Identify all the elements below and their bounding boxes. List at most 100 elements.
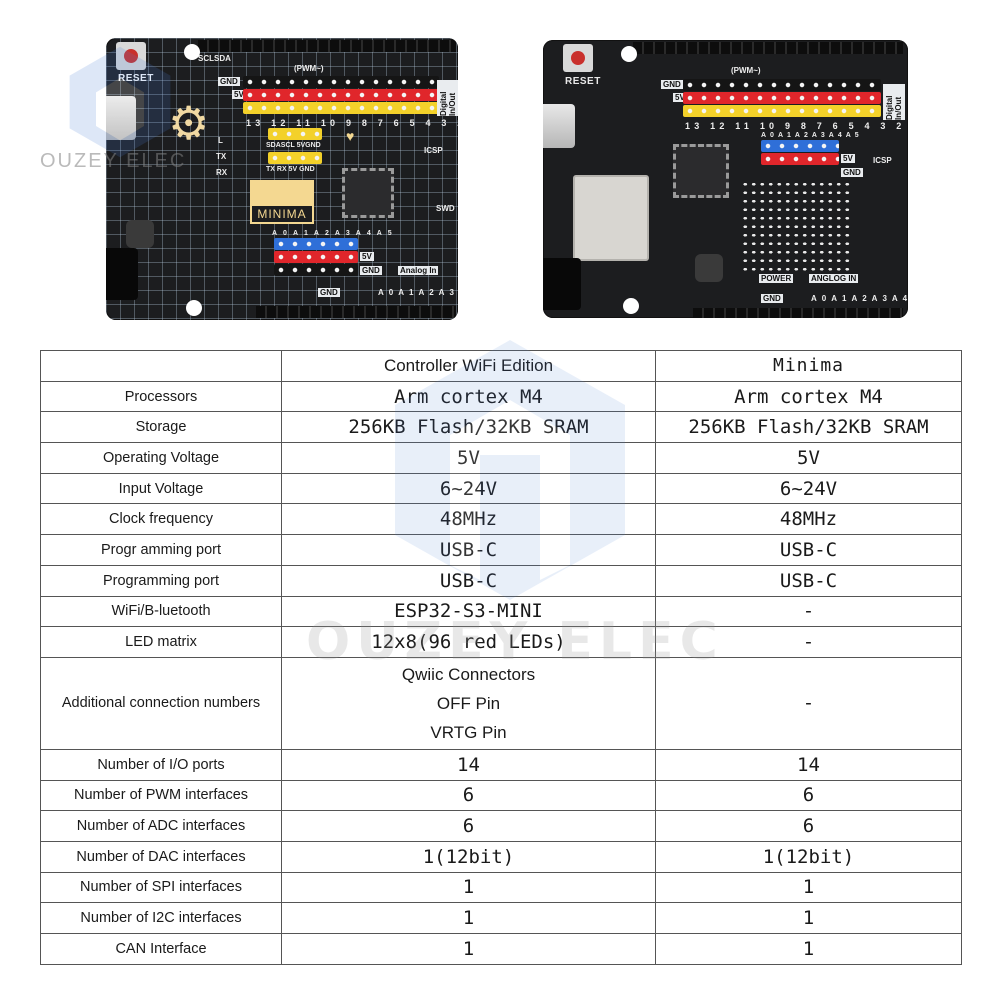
open-hardware-gear-icon: ⚙	[168, 97, 210, 149]
minima-value: Arm cortex M4	[655, 380, 962, 413]
wifi-value: Arm cortex M4	[281, 380, 656, 413]
minima-value: 1(12bit)	[655, 840, 962, 873]
minima-value: -	[655, 595, 962, 628]
table-row: LED matrix 12x8(96 red LEDs) -	[40, 626, 962, 658]
silk-bottom-gnd: GND	[318, 288, 340, 297]
silk-pwm: (PWM~)	[731, 66, 761, 75]
wifi-value: 256KB Flash/32KB SRAM	[281, 411, 656, 444]
silk-gnd-rail: GND	[218, 77, 240, 86]
wifi-value-list: Qwiic Connectors OFF Pin VRTG Pin	[281, 656, 656, 750]
wifi-value: ESP32-S3-MINI	[281, 595, 656, 628]
reset-label: RESET	[118, 73, 154, 84]
silk-scl: SCL	[198, 54, 214, 63]
row-label: Number of I2C interfaces	[40, 902, 282, 934]
mcu-chip	[342, 168, 394, 218]
bottom-analog-labels: A0A1A2A3A4A5	[811, 294, 908, 303]
table-row: Operating Voltage 5V 5V	[40, 442, 962, 474]
gnd-pin-row	[683, 79, 881, 91]
bottom-header	[693, 308, 903, 318]
wifi-value: 5V	[281, 442, 656, 474]
table-row: Number of PWM interfaces 6 6	[40, 779, 962, 812]
led-matrix-12x8	[741, 180, 851, 274]
wifi-edition-board-photo: RESET (PWM~) GND 5V 13 12 11 10 9 8 7 6 …	[543, 40, 908, 318]
minima-value: 1	[655, 902, 962, 934]
table-row: Number of DAC interfaces 1(12bit) 1(12bi…	[40, 840, 962, 873]
silk-led-rx: RX	[216, 168, 228, 177]
silk-analog-5v: 5V	[841, 154, 855, 163]
minima-value: 6	[655, 779, 962, 812]
row-label: Number of SPI interfaces	[40, 871, 282, 904]
header-empty-cell	[40, 350, 282, 382]
header-minima: Minima	[655, 350, 962, 382]
inductor	[695, 254, 723, 282]
digital-header-top	[633, 42, 903, 54]
minima-value: 14	[655, 748, 962, 781]
silk-gnd-rail: GND	[661, 80, 683, 89]
wifi-value-line: Qwiic Connectors	[401, 664, 536, 684]
inductor-4r7	[126, 220, 154, 248]
analog-pin-labels: A0A1A2A3A4A5	[272, 230, 398, 237]
uart-pin-row	[268, 152, 322, 164]
table-row: Input Voltage 6~24V 6~24V	[40, 472, 962, 505]
analog-gnd-pin-row	[274, 264, 358, 276]
silk-sda: SDA	[214, 54, 231, 63]
i2c-pin-row	[268, 128, 322, 140]
row-label: WiFi/B-luetooth	[40, 595, 282, 628]
minima-value: 5V	[655, 442, 962, 474]
mounting-hole	[621, 46, 637, 62]
minima-value: 1	[655, 933, 962, 965]
mounting-hole	[184, 44, 200, 60]
silk-5v-rail: 5V	[673, 93, 687, 102]
silk-digital-inout: Digital In/Out	[883, 84, 905, 120]
analog-pin-labels: A0A1A2A3A4A5	[761, 132, 863, 139]
row-label: Operating Voltage	[40, 442, 282, 474]
table-row: Number of SPI interfaces 1 1	[40, 871, 962, 904]
wifi-value: USB-C	[281, 534, 656, 566]
header-wifi-edition: Controller WiFi Edition	[281, 350, 656, 382]
table-row-additional-connections: Additional connection numbers Qwiic Conn…	[40, 656, 962, 750]
minima-value: 256KB Flash/32KB SRAM	[655, 411, 962, 444]
mounting-hole	[623, 298, 639, 314]
table-row: WiFi/B-luetooth ESP32-S3-MINI -	[40, 595, 962, 628]
table-row: Number of I/O ports 14 14	[40, 748, 962, 781]
wifi-value: 1	[281, 902, 656, 934]
gnd-pin-row	[243, 76, 439, 88]
silk-digital-inout: Digital In/Out	[437, 80, 458, 116]
minima-board-label: MINIMA	[252, 206, 312, 222]
wifi-value: 48MHz	[281, 503, 656, 536]
heart-icon: ♥	[346, 128, 355, 144]
silk-swd: SWD	[436, 204, 455, 213]
wifi-value: 6	[281, 779, 656, 812]
analog-signal-pin-row	[761, 140, 839, 152]
silk-analog-gnd: GND	[841, 168, 863, 177]
table-row: CAN Interface 1 1	[40, 933, 962, 965]
row-label: Additional connection numbers	[40, 656, 282, 750]
wifi-value: USB-C	[281, 564, 656, 597]
signal-pin-row	[243, 102, 439, 114]
table-row: Number of I2C interfaces 1 1	[40, 902, 962, 934]
minima-value: -	[655, 656, 962, 750]
minima-value: USB-C	[655, 564, 962, 597]
table-row: Progr amming port USB-C USB-C	[40, 534, 962, 566]
wifi-value-line: VRTG Pin	[430, 722, 507, 742]
digital-pin-numbers: 13 12 11 10 9 8 7 6 5 4 3 2 1 0	[685, 121, 908, 131]
usb-c-port	[106, 96, 136, 140]
silk-icsp: ICSP	[424, 146, 443, 155]
table-row: Number of ADC interfaces 6 6	[40, 810, 962, 842]
minima-value: 6	[655, 810, 962, 842]
5v-pin-row	[243, 89, 439, 101]
row-label: Number of PWM interfaces	[40, 779, 282, 812]
row-label: CAN Interface	[40, 933, 282, 965]
silk-analog-gnd: GND	[360, 266, 382, 275]
table-row: Clock frequency 48MHz 48MHz	[40, 503, 962, 536]
mcu-chip	[673, 144, 729, 198]
bottom-header	[256, 306, 456, 318]
row-label: Progr amming port	[40, 534, 282, 566]
mounting-hole	[186, 300, 202, 316]
wifi-value: 14	[281, 748, 656, 781]
silk-analog-in: ANGLOG IN	[809, 274, 859, 283]
table-row: Processors Arm cortex M4 Arm cortex M4	[40, 380, 962, 413]
dc-barrel-jack	[106, 248, 138, 300]
minima-value: -	[655, 626, 962, 658]
minima-logo-box: MINIMA	[250, 180, 314, 224]
